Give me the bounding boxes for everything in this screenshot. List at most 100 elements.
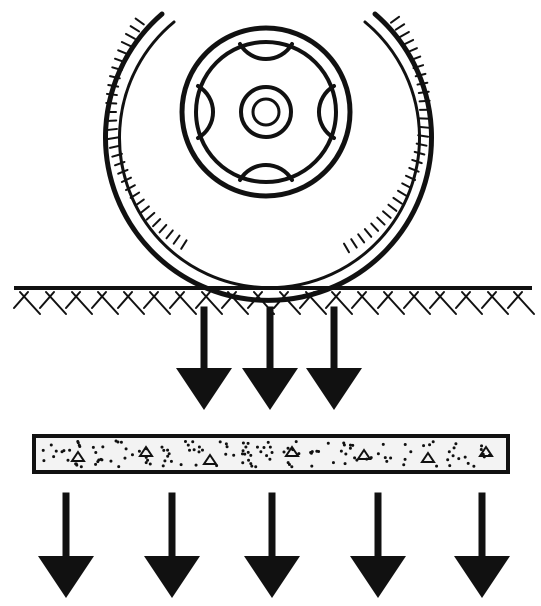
aggregate-dot <box>287 447 289 449</box>
tread-mark <box>365 229 371 237</box>
tread-mark <box>418 83 428 85</box>
aggregate-dot <box>225 443 227 445</box>
aggregate-dot <box>283 451 285 453</box>
tread-mark <box>419 92 429 93</box>
aggregate-dot <box>145 462 147 464</box>
tread-mark <box>419 127 429 128</box>
aggregate-dot <box>447 459 449 461</box>
aggregate-dot <box>219 441 221 443</box>
aggregate-dot <box>288 464 290 466</box>
aggregate-dot <box>410 451 412 453</box>
hatch-stroke <box>384 292 404 314</box>
lower-load-arrows <box>38 496 510 598</box>
aggregate-dot <box>242 442 244 444</box>
aggregate-dot <box>263 447 265 449</box>
aggregate-dot <box>429 444 431 446</box>
hatch-stroke <box>358 292 378 314</box>
aggregate-dot <box>384 457 386 459</box>
aggregate-dot <box>163 449 165 451</box>
tread-mark <box>136 200 144 206</box>
aggregate-dot <box>125 448 127 450</box>
down-arrow-icon <box>306 310 362 410</box>
tread-mark <box>358 234 364 242</box>
aggregate-dot <box>162 465 164 467</box>
tread-mark <box>377 218 384 225</box>
aggregate-dot <box>467 462 469 464</box>
tread-mark <box>126 34 135 39</box>
hatch-stroke <box>280 292 300 314</box>
aggregate-dot <box>349 444 351 446</box>
aggregate-dot <box>102 446 104 448</box>
wheel <box>105 14 431 300</box>
tread-mark <box>147 213 154 220</box>
aggregate-dot <box>311 465 313 467</box>
tread-mark <box>160 225 167 232</box>
aggregate-dot <box>267 441 269 443</box>
aggregate-dot <box>332 462 334 464</box>
aggregate-dot <box>352 444 354 446</box>
aggregate-dot <box>449 465 451 467</box>
tread-mark <box>118 50 127 54</box>
aggregate-dot <box>50 444 52 446</box>
aggregate-dot <box>233 454 235 456</box>
down-arrow-icon <box>176 310 232 410</box>
hatch-stroke <box>20 292 40 314</box>
aggregate-dot <box>180 464 182 466</box>
hatch-stroke <box>176 292 196 314</box>
aggregate-dot <box>242 462 244 464</box>
aggregate-dot <box>201 449 203 451</box>
tread-mark <box>383 211 391 218</box>
hatch-stroke <box>46 292 66 314</box>
aggregate-dot <box>432 441 434 443</box>
aggregate-dot <box>271 452 273 454</box>
aggregate-dot <box>55 450 57 452</box>
tread-mark <box>106 120 116 121</box>
aggregate-dot <box>167 449 169 451</box>
tread-mark <box>402 183 411 188</box>
aggregate-dot <box>344 463 346 465</box>
hatch-stroke <box>410 292 430 314</box>
down-arrow-icon <box>350 496 406 598</box>
aggregate-dot <box>168 453 170 455</box>
down-arrow-icon <box>144 496 200 598</box>
aggregate-dot <box>118 466 120 468</box>
aggregate-dot <box>100 458 102 460</box>
aggregate-dot <box>167 455 169 457</box>
tread-mark <box>153 219 160 226</box>
hatch-stroke <box>150 292 170 314</box>
tread-mark <box>107 129 117 130</box>
down-arrow-icon <box>38 496 94 598</box>
aggregate-dot <box>269 458 271 460</box>
aggregate-dot <box>349 447 351 449</box>
aggregate-dot <box>404 444 406 446</box>
aggregate-dot <box>269 446 271 448</box>
tread-mark <box>400 32 409 37</box>
tread-mark <box>391 17 399 23</box>
aggregate-dot <box>260 451 262 453</box>
tread-mark <box>388 205 396 211</box>
aggregate-dot <box>244 453 246 455</box>
aggregate-dot <box>455 443 457 445</box>
hatch-stroke <box>98 292 118 314</box>
aggregate-dot <box>189 449 191 451</box>
aggregate-dot <box>386 460 388 462</box>
down-arrow-icon <box>242 310 298 410</box>
aggregate-dot <box>345 453 347 455</box>
aggregate-dot <box>161 446 163 448</box>
tread-mark <box>136 19 144 25</box>
aggregate-dot <box>184 441 186 443</box>
aggregate-dot <box>480 448 482 450</box>
aggregate-dot <box>195 464 197 466</box>
tread-mark <box>351 239 356 247</box>
aggregate-dot <box>295 441 297 443</box>
aggregate-dot <box>255 466 257 468</box>
aggregate-dot <box>481 445 483 447</box>
aggregate-dot <box>390 457 392 459</box>
aggregate-dot <box>92 446 94 448</box>
tread-mark <box>398 191 407 196</box>
aggregate-dot <box>458 458 460 460</box>
aggregate-dot <box>79 445 81 447</box>
aggregate-dot <box>187 444 189 446</box>
